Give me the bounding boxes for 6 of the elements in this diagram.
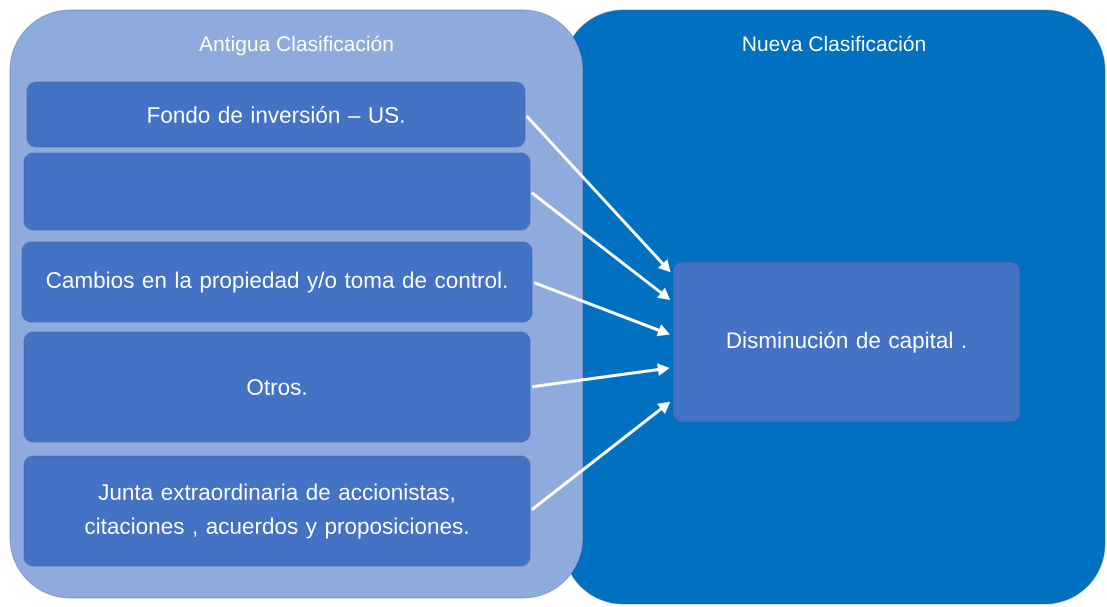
category-box: Otros. (23, 331, 531, 443)
category-box: Disminución de capital . (672, 261, 1021, 423)
category-box (23, 152, 531, 231)
category-box: Junta extraordinaria de accionistas, citaciones , acuerdos y proposiciones. (23, 455, 531, 567)
category-box: Fondo de inversión – US. (26, 81, 526, 148)
category-box: Cambios en la propiedad y/o toma de control. (21, 241, 533, 323)
